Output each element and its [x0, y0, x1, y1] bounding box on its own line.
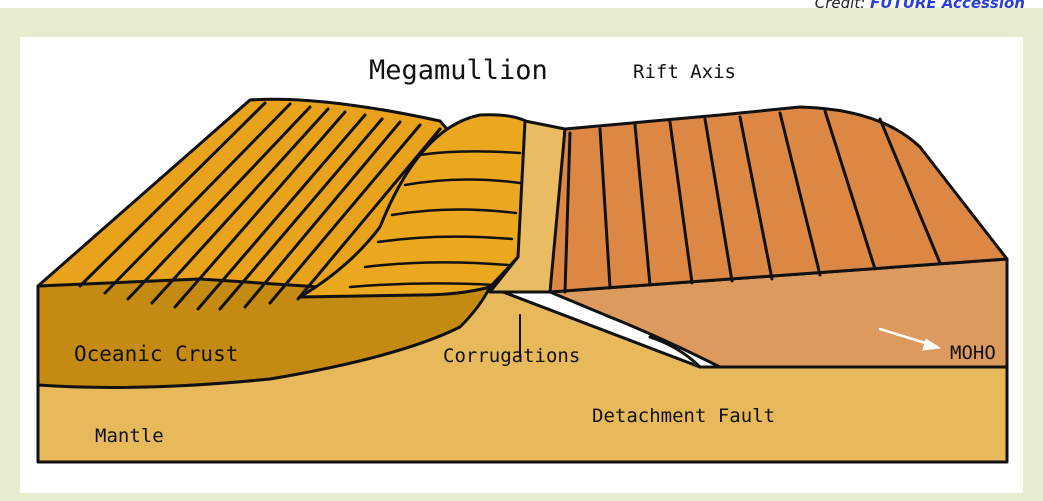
figure-panel: Megamullion Rift Axis Oceanic Crust Corr… — [20, 37, 1023, 493]
detachment-fault-label: Detachment Fault — [592, 405, 775, 427]
megamullion-label: Megamullion — [369, 55, 548, 86]
megamullion-diagram — [20, 37, 1023, 493]
mantle-label: Mantle — [95, 425, 164, 447]
corrugations-label: Corrugations — [443, 345, 580, 367]
rift-axis-label: Rift Axis — [633, 61, 736, 83]
figure-frame: Megamullion Rift Axis Oceanic Crust Corr… — [0, 8, 1043, 501]
oceanic-crust-label: Oceanic Crust — [74, 342, 238, 366]
moho-label: MOHO — [950, 342, 996, 364]
rift-crust-top — [550, 107, 1007, 292]
